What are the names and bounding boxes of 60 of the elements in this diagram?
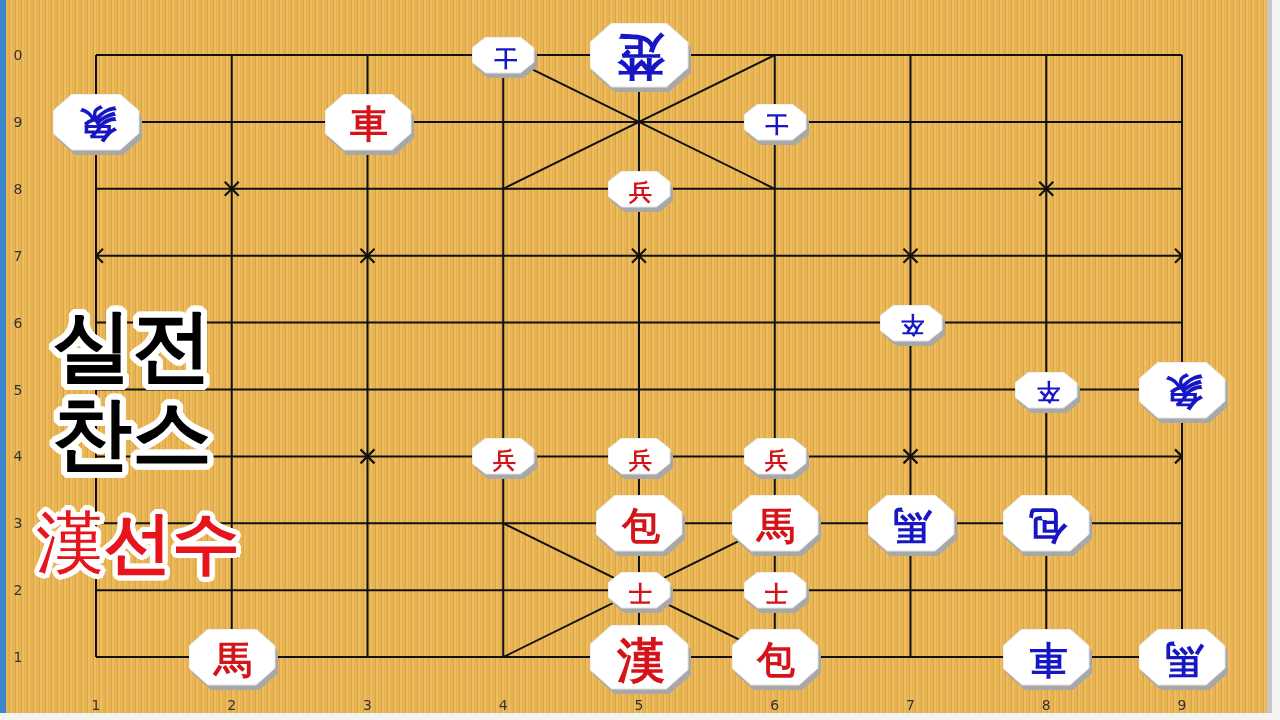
game-piece xyxy=(590,625,691,695)
row-number: 9 xyxy=(13,114,23,129)
piece-character: 車 xyxy=(1028,640,1067,679)
piece-character: 兵 xyxy=(493,447,517,471)
piece-character: 士 xyxy=(493,46,517,69)
piece-character: 士 xyxy=(629,581,652,605)
piece-character: 象 xyxy=(1164,373,1203,411)
row-number: 3 xyxy=(13,516,23,531)
piece-character: 漢 xyxy=(616,635,665,684)
game-piece xyxy=(743,438,809,480)
piece-character: 士 xyxy=(764,581,788,605)
game-piece xyxy=(731,629,821,691)
piece-character: 馬 xyxy=(214,640,253,679)
game-piece xyxy=(867,495,957,557)
piece-character: 兵 xyxy=(629,447,652,471)
column-number: 3 xyxy=(363,698,372,712)
piece-character: 馬 xyxy=(893,506,931,545)
piece-character: 楚 xyxy=(616,33,665,82)
game-piece xyxy=(1139,629,1228,691)
piece-character: 卒 xyxy=(900,313,924,337)
row-number: 6 xyxy=(13,315,23,330)
piece-character: 士 xyxy=(764,112,788,136)
piece-character: 馬 xyxy=(1164,640,1203,679)
column-number: 1 xyxy=(91,698,101,712)
game-piece xyxy=(731,495,821,557)
column-number: 4 xyxy=(498,698,508,712)
piece-character: 卒 xyxy=(1036,380,1060,404)
game-piece xyxy=(324,93,414,155)
game-piece xyxy=(608,572,673,614)
row-number: 2 xyxy=(13,583,23,598)
game-piece xyxy=(472,438,538,480)
row-number: 7 xyxy=(13,248,23,263)
piece-character: 包 xyxy=(1028,506,1067,545)
row-number: 4 xyxy=(13,449,23,464)
game-piece xyxy=(1139,361,1228,423)
piece-character: 兵 xyxy=(629,179,652,203)
game-piece xyxy=(590,23,691,92)
piece-character: 馬 xyxy=(757,506,796,545)
game-piece xyxy=(472,37,538,78)
row-number: 5 xyxy=(13,382,23,397)
game-piece xyxy=(596,495,685,557)
piece-character: 車 xyxy=(350,105,388,144)
game-piece xyxy=(879,304,945,346)
column-number: 7 xyxy=(906,698,915,712)
game-piece xyxy=(1003,629,1093,691)
game-piece xyxy=(1003,495,1093,557)
row-number: 0 xyxy=(13,48,23,62)
game-piece xyxy=(53,93,142,155)
game-piece xyxy=(608,438,673,480)
row-number: 1 xyxy=(13,650,23,665)
row-number: 8 xyxy=(13,181,23,196)
game-piece xyxy=(608,170,673,212)
game-piece xyxy=(1015,371,1081,413)
game-piece xyxy=(743,572,809,614)
piece-character: 象 xyxy=(78,105,117,144)
piece-character: 包 xyxy=(757,640,796,679)
piece-character: 包 xyxy=(621,506,660,545)
game-piece xyxy=(743,103,809,145)
piece-character: 兵 xyxy=(764,447,788,471)
game-piece xyxy=(188,629,278,691)
